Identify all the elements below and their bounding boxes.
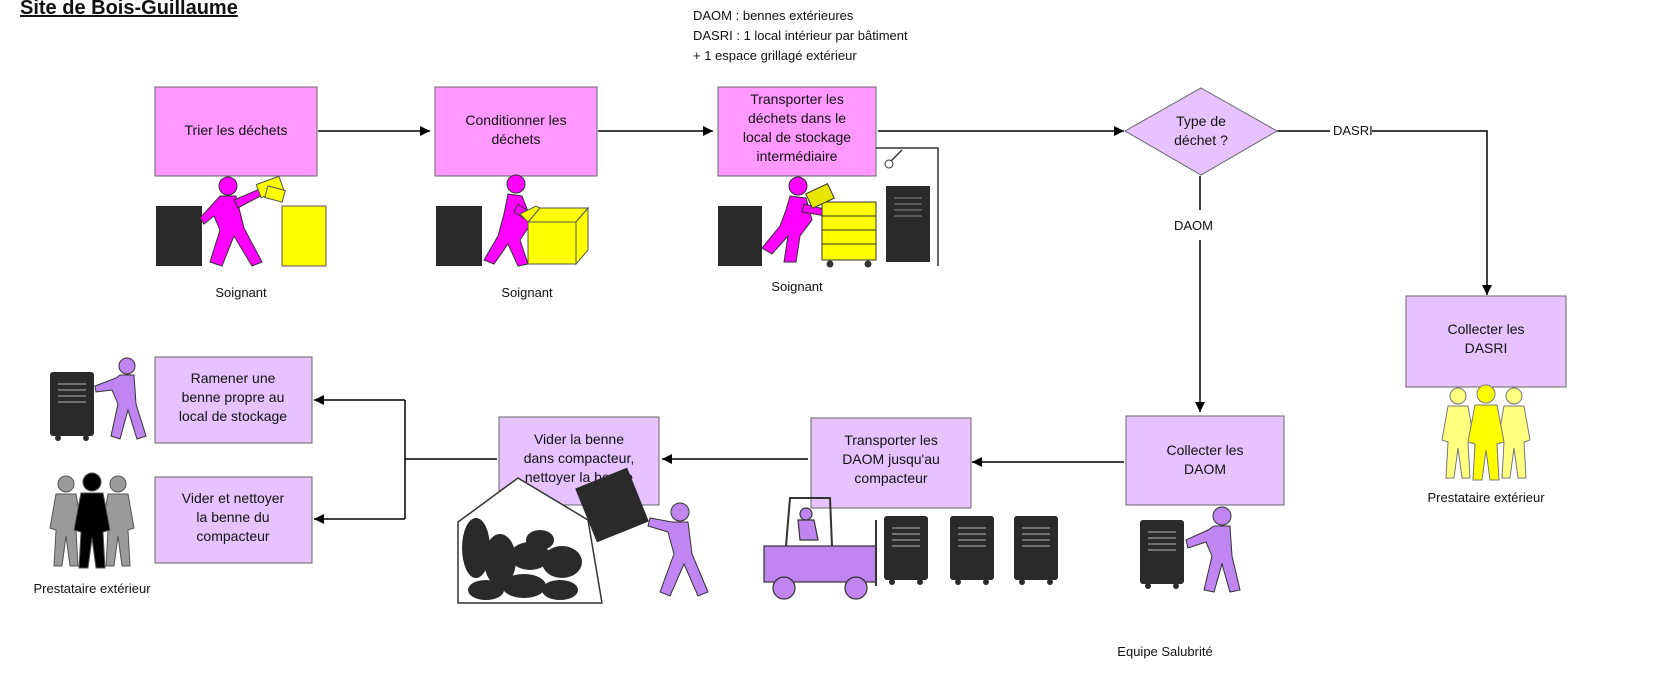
- step-vider-nettoyer-line-2: la benne du: [196, 509, 269, 525]
- storage-room-icon: [876, 147, 939, 266]
- black-bin-icon: [949, 515, 995, 586]
- waste-items-icon: [255, 175, 286, 203]
- step-collecter-dasri: Collecter les DASRI Prestataire extérieu…: [1405, 295, 1567, 505]
- step-conditionner: Conditionner les déchets Soignant: [434, 86, 598, 300]
- worker-emptying-icon: [647, 502, 709, 597]
- page-title: Site de Bois-Guillaume: [20, 0, 238, 19]
- worker-returning-bin-icon: [94, 357, 147, 440]
- step-transporter-local-line-4: intermédiaire: [757, 148, 838, 164]
- step-collecter-dasri-line-2: DASRI: [1465, 340, 1508, 356]
- step-vider-benne-line-2: dans compacteur,: [524, 450, 635, 466]
- black-bin-icon: [436, 206, 482, 266]
- step-vider-nettoyer-line-3: compacteur: [196, 528, 269, 544]
- yellow-box-icon: [519, 205, 590, 266]
- step-collecter-daom-line-2: DAOM: [1184, 461, 1226, 477]
- black-bin-icon: [1139, 519, 1185, 590]
- forklift-icon: [763, 497, 877, 600]
- black-bin-icon: [156, 206, 202, 266]
- actor-prestataire-dasri: Prestataire extérieur: [1427, 490, 1545, 505]
- decision-line-2: déchet ?: [1174, 132, 1228, 148]
- black-bin-icon: [49, 371, 95, 442]
- yellow-cart-icon: [805, 183, 877, 268]
- yellow-bin-icon: [281, 205, 327, 267]
- step-transporter-compacteur-box: [810, 417, 972, 509]
- step-ramener-line-2: benne propre au: [182, 389, 285, 405]
- actor-prestataire-compacteur: Prestataire extérieur: [33, 581, 151, 596]
- step-transporter-local-line-3: local de stockage: [743, 129, 851, 145]
- black-bin-icon: [883, 515, 929, 586]
- actor-soignant-2: Soignant: [501, 285, 553, 300]
- step-collecter-dasri-line-1: Collecter les: [1447, 321, 1524, 337]
- step-transporter-compacteur-line-2: DAOM jusqu'au: [842, 451, 940, 467]
- note-line-3: + 1 espace grillagé extérieur: [693, 48, 857, 63]
- note-line-1: DAOM : bennes extérieures: [693, 8, 854, 23]
- step-vider-nettoyer: Vider et nettoyer la benne du compacteur…: [33, 472, 313, 596]
- step-transporter-compacteur-line-1: Transporter les: [844, 432, 938, 448]
- step-trier-label: Trier les déchets: [185, 122, 288, 138]
- step-conditionner-box: [434, 86, 598, 177]
- connectors: [314, 126, 1492, 524]
- step-transporter-local-line-1: Transporter les: [750, 91, 844, 107]
- step-vider-benne: Vider la benne dans compacteur, nettoyer…: [457, 416, 709, 604]
- step-trier-box: [154, 86, 318, 177]
- step-ramener-box: [154, 356, 313, 444]
- decision-line-1: Type de: [1176, 113, 1226, 129]
- storage-note: DAOM : bennes extérieures DASRI : 1 loca…: [693, 8, 908, 63]
- edge-dasri-b: [1372, 130, 1492, 295]
- actor-equipe-salubrite: Equipe Salubrité: [1117, 644, 1212, 659]
- edge-label-daom: DAOM: [1174, 218, 1213, 233]
- contractor-team-icon: [49, 472, 135, 569]
- step-trier: Trier les déchets Soignant: [154, 86, 327, 300]
- step-ramener-line-3: local de stockage: [179, 408, 287, 424]
- step-vider-nettoyer-line-1: Vider et nettoyer: [182, 490, 285, 506]
- step-transporter-compacteur: Transporter les DAOM jusqu'au compacteur: [763, 417, 1059, 600]
- edge-label-dasri: DASRI: [1333, 123, 1373, 138]
- decision-type-dechet: Type de déchet ?: [1123, 87, 1279, 176]
- step-vider-benne-line-1: Vider la benne: [534, 431, 624, 447]
- step-transporter-local-box: [717, 86, 877, 177]
- compactor-icon: [457, 467, 649, 604]
- contractor-group-icon: [1441, 384, 1531, 481]
- decision-diamond: [1123, 87, 1279, 176]
- step-transporter-local: Transporter les déchets dans le local de…: [717, 86, 939, 294]
- step-collecter-daom-box: [1125, 415, 1285, 506]
- note-line-2: DASRI : 1 local intérieur par bâtiment: [693, 28, 908, 43]
- black-bin-icon: [718, 206, 762, 266]
- step-transporter-compacteur-line-3: compacteur: [854, 470, 927, 486]
- actor-soignant-3: Soignant: [771, 279, 823, 294]
- actor-soignant-1: Soignant: [215, 285, 267, 300]
- step-collecter-daom: Collecter les DAOM Equipe Salubrité: [1117, 415, 1285, 659]
- step-collecter-dasri-box: [1405, 295, 1567, 388]
- step-transporter-local-line-2: déchets dans le: [748, 110, 846, 126]
- step-ramener: Ramener une benne propre au local de sto…: [49, 356, 313, 444]
- person-sorting-icon: [199, 176, 265, 267]
- worker-pushing-bin-icon: [1185, 506, 1241, 593]
- black-bin-icon: [1013, 515, 1059, 586]
- step-vider-nettoyer-box: [154, 476, 313, 564]
- step-ramener-line-1: Ramener une: [191, 370, 276, 386]
- step-collecter-daom-line-1: Collecter les: [1166, 442, 1243, 458]
- step-conditionner-line-2: déchets: [491, 131, 540, 147]
- step-conditionner-line-1: Conditionner les: [465, 112, 566, 128]
